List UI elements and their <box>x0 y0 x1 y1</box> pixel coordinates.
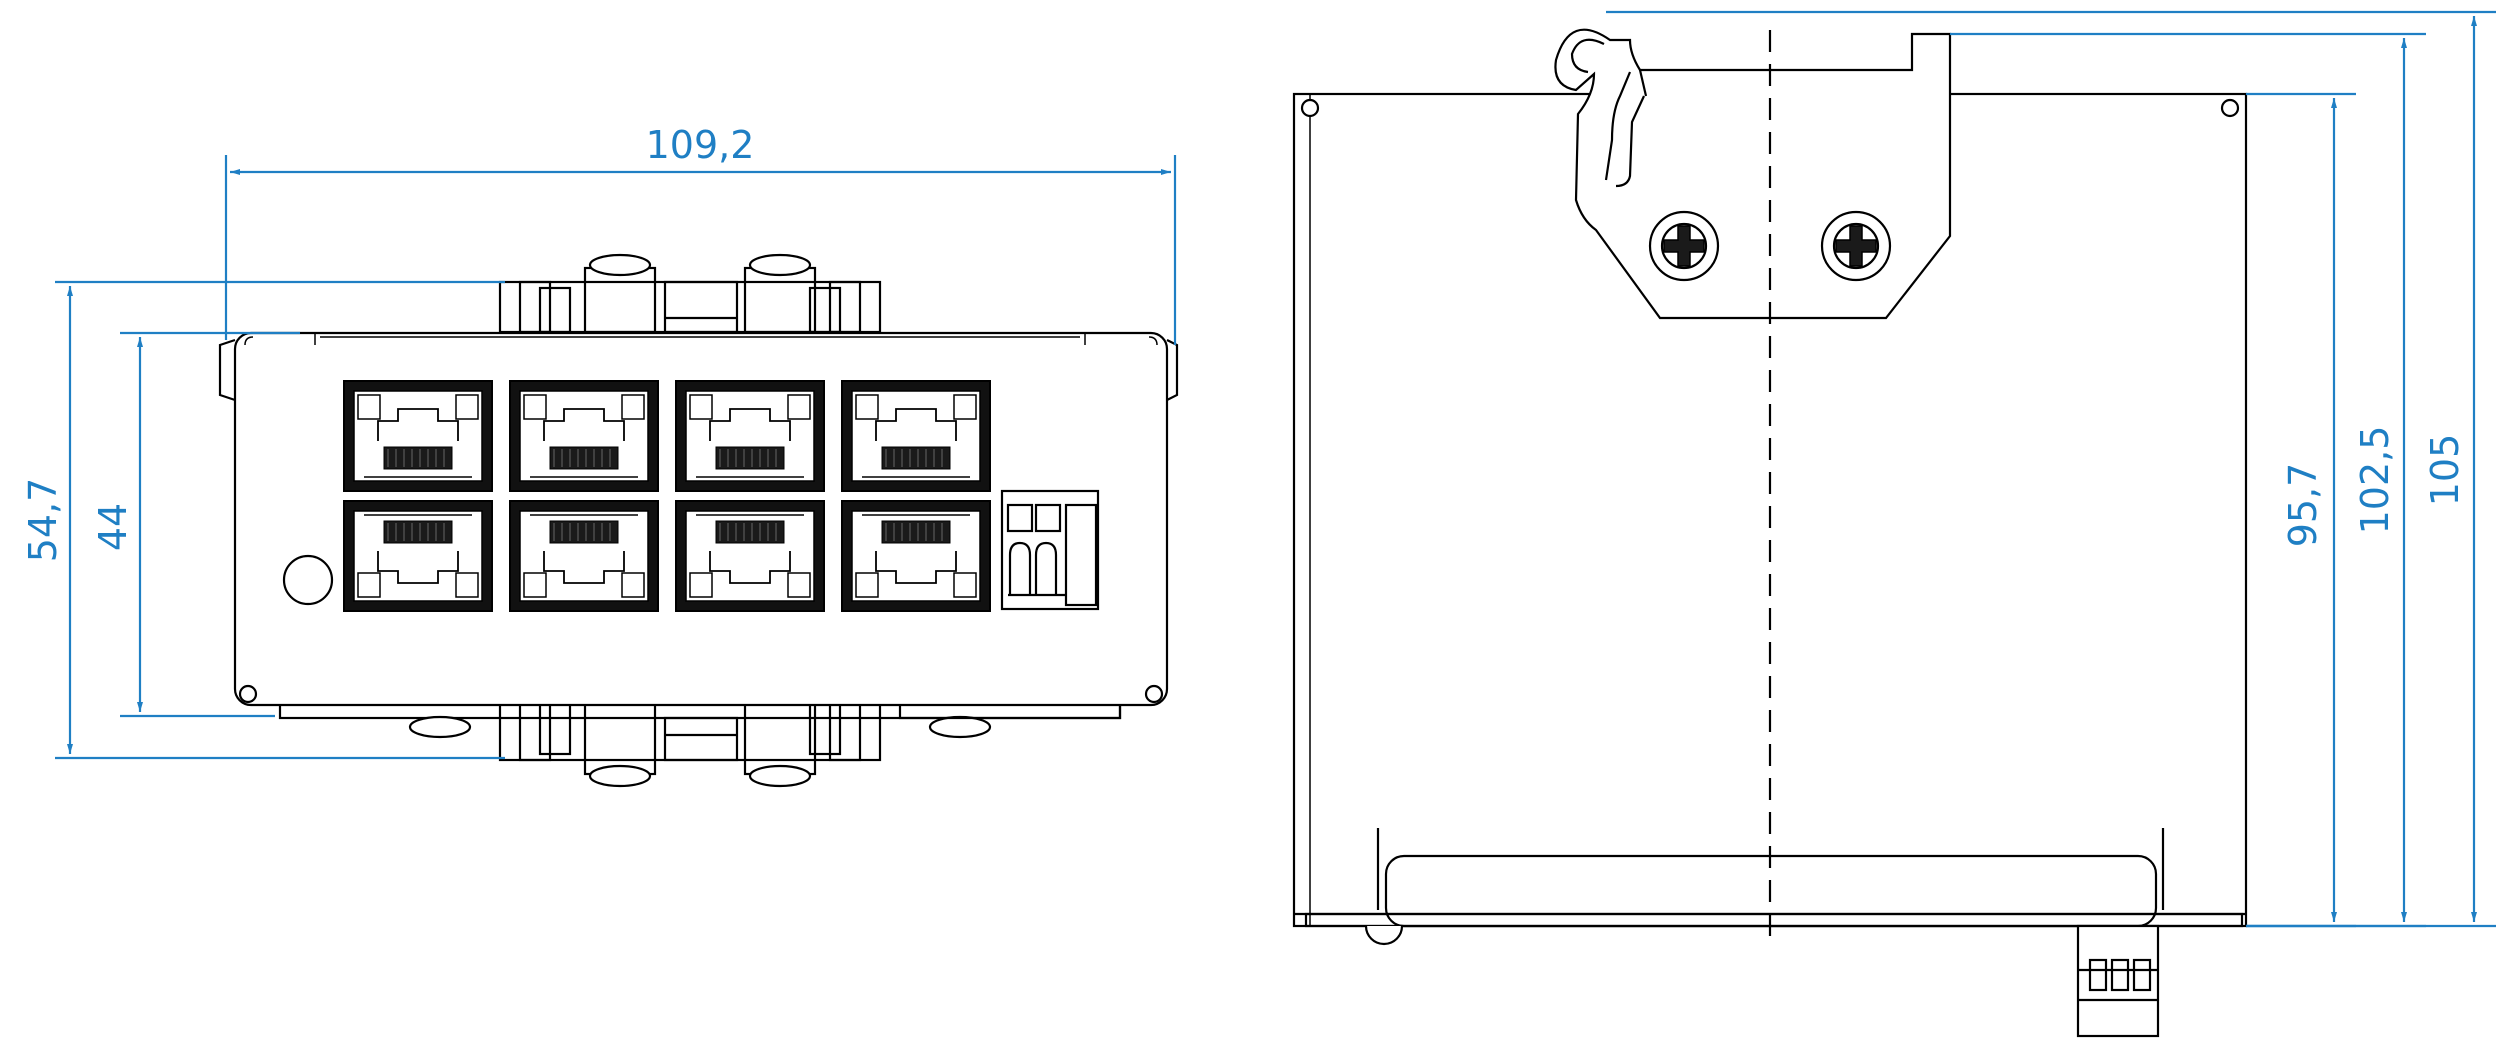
dimension-width: 109,2 <box>224 123 1177 345</box>
corner-screw-icon <box>1144 684 1164 704</box>
power-terminal-icon <box>1000 489 1100 611</box>
dimension-label-width: 109,2 <box>646 123 755 167</box>
top-mounting-clamps <box>498 253 882 334</box>
status-led-icon <box>282 554 334 606</box>
dimension-label-body-height: 95,7 <box>2281 463 2325 548</box>
dimension-label-total-height: 105 <box>2423 434 2467 507</box>
rj45-port-icon <box>343 500 493 612</box>
front-view: 109,2 54,7 44 <box>21 123 1179 788</box>
rj45-port-icon <box>675 380 825 492</box>
dimension-label-height-body: 44 <box>91 503 135 551</box>
phillips-screw-icon <box>1648 210 1720 282</box>
dimension-total-height: 105 <box>1606 10 2496 928</box>
corner-screw-icon <box>2220 98 2240 118</box>
side-view: 95,7 102,5 105 <box>1292 10 2496 1038</box>
bottom-connector-icon <box>2076 924 2160 1038</box>
rj45-port-icon <box>509 500 659 612</box>
rj45-port-icon <box>675 500 825 612</box>
corner-screw-icon <box>238 684 258 704</box>
corner-screw-icon <box>1300 98 1320 118</box>
dimension-height-total: 54,7 <box>21 280 505 760</box>
rj45-port-array <box>343 380 991 612</box>
dimension-height-body: 44 <box>91 331 300 718</box>
rj45-port-icon <box>841 380 991 492</box>
bottom-mounting-clamps <box>278 702 1122 788</box>
dimension-body-height: 95,7 <box>2246 92 2356 928</box>
dimension-label-rail-height: 102,5 <box>2353 426 2397 535</box>
phillips-screw-icon <box>1820 210 1892 282</box>
rj45-port-icon <box>841 500 991 612</box>
rj45-port-icon <box>509 380 659 492</box>
dimension-label-height-total: 54,7 <box>21 478 65 563</box>
rj45-port-icon <box>343 380 493 492</box>
